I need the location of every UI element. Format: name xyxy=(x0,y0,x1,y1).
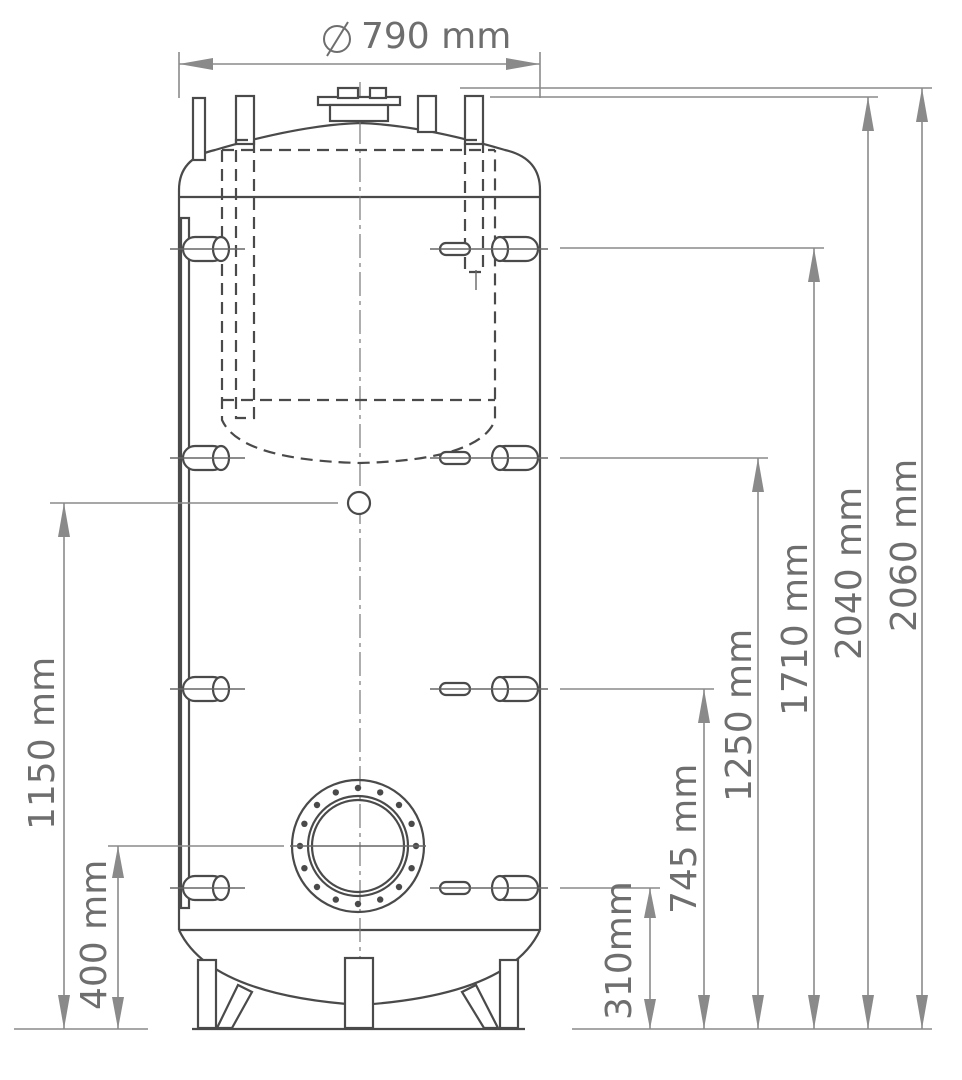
left-port-1 xyxy=(170,235,245,263)
manhole-flange xyxy=(290,778,426,914)
right-port-2 xyxy=(430,444,548,472)
left-port-2 xyxy=(170,444,245,472)
bolt-hole xyxy=(313,883,321,891)
diameter-symbol-icon xyxy=(323,21,351,57)
flange-height-label: 400 mm xyxy=(74,860,115,1010)
height-dimensions-left: 1150 mm 400 mm xyxy=(14,502,338,1030)
bolt-hole xyxy=(395,801,403,809)
left-port-3 xyxy=(170,675,245,703)
left-ports xyxy=(170,235,245,902)
flange-bolts xyxy=(296,784,420,908)
bolt-hole xyxy=(354,784,362,792)
bolt-hole xyxy=(332,896,339,903)
tank-legs xyxy=(192,956,525,1031)
port-bottom-label: 310mm xyxy=(599,881,640,1020)
bolt-hole xyxy=(301,820,308,827)
bolt-hole xyxy=(408,820,415,827)
bolt-hole xyxy=(408,865,415,872)
bolt-hole xyxy=(313,801,321,809)
port-mid-lower-label: 745 mm xyxy=(664,764,705,914)
bolt-hole xyxy=(332,789,339,796)
diameter-label: 790 mm xyxy=(361,16,511,57)
sensor-height-label: 1150 mm xyxy=(22,657,63,830)
top-port-height-label: 2040 mm xyxy=(829,487,870,660)
right-port-3 xyxy=(430,675,548,703)
port-mid-upper-label: 1250 mm xyxy=(719,629,760,802)
height-dimensions-right: 2060 mm 2040 mm 1710 mm 1250 mm 745 mm 3… xyxy=(460,87,932,1030)
internal-exchanger xyxy=(220,138,497,465)
bolt-hole xyxy=(301,865,308,872)
bolt-hole xyxy=(377,896,384,903)
bolt-hole xyxy=(377,789,384,796)
top-connections xyxy=(191,86,485,162)
left-port-4 xyxy=(170,874,245,902)
bolt-hole xyxy=(354,900,362,908)
left-gauge-pipe xyxy=(179,216,191,910)
sensor-socket xyxy=(346,490,372,516)
overall-height-label: 2060 mm xyxy=(884,459,925,632)
bolt-hole xyxy=(395,883,403,891)
diameter-dimension: 790 mm xyxy=(178,16,541,98)
port-upper-label: 1710 mm xyxy=(775,543,816,716)
right-ports xyxy=(430,235,548,902)
right-port-1 xyxy=(430,235,548,263)
right-port-4 xyxy=(430,874,548,902)
